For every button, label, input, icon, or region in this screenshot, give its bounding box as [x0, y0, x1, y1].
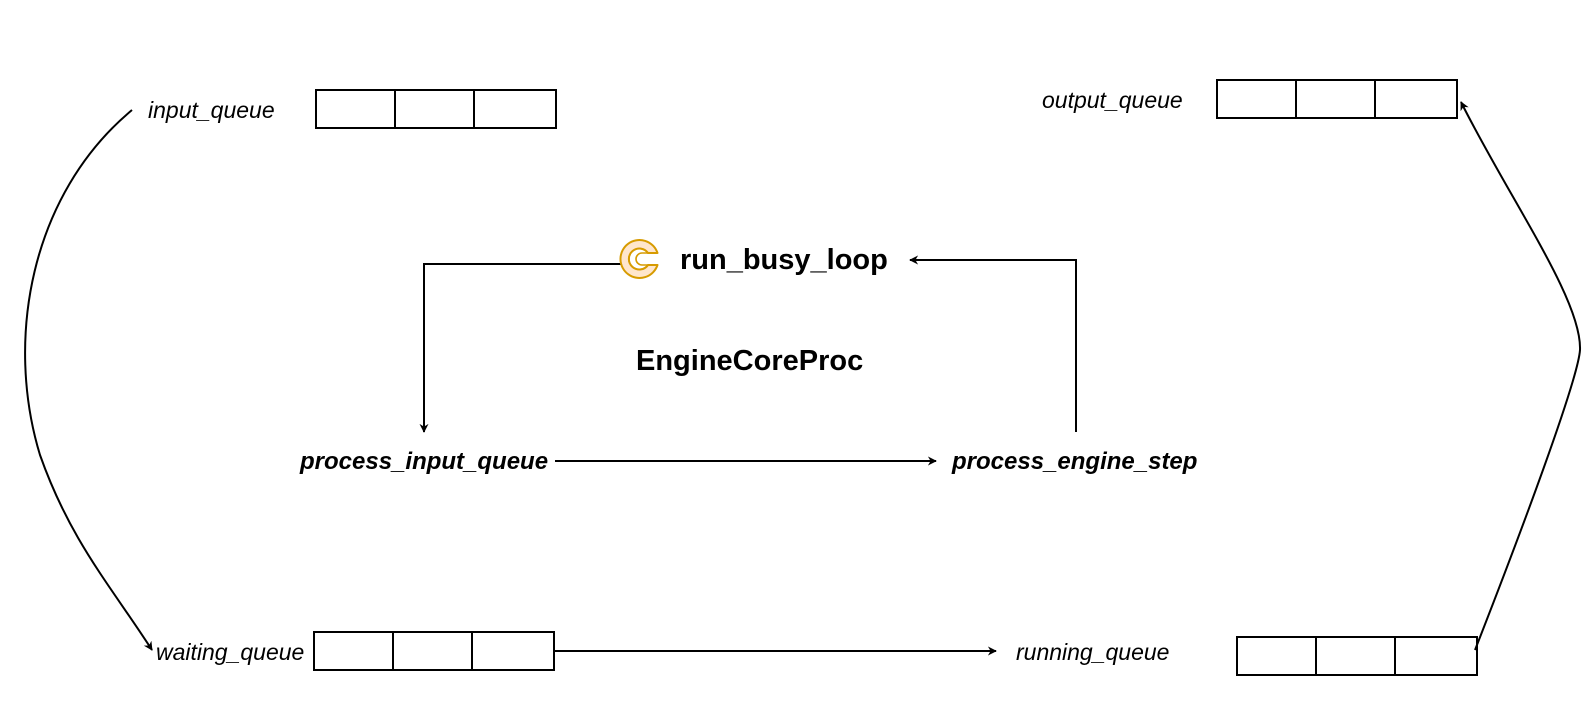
- queue-slot: [315, 633, 394, 669]
- queue-slot: [475, 91, 554, 127]
- edge-input-to-waiting: [24, 109, 153, 651]
- process-input-queue-label: process_input_queue: [300, 448, 549, 475]
- queue-slot: [1238, 638, 1317, 674]
- input-queue-box: [315, 89, 557, 129]
- refresh-icon: [619, 239, 659, 279]
- refresh-icon-inner: [628, 247, 649, 271]
- edge-engine-step-to-busy-loop: [909, 255, 1077, 432]
- queue-slot: [1396, 638, 1475, 674]
- engine-core-proc-title: EngineCoreProc: [636, 345, 864, 377]
- queue-slot: [394, 633, 473, 669]
- refresh-icon-outer: [619, 239, 659, 279]
- queue-slot: [396, 91, 475, 127]
- output-queue-box: [1216, 79, 1458, 119]
- queue-slot: [1317, 638, 1396, 674]
- edge-running-to-output: [1460, 101, 1582, 651]
- input-queue-label: input_queue: [148, 97, 275, 123]
- queue-slot: [1218, 81, 1297, 117]
- queue-slot: [317, 91, 396, 127]
- output-queue-label: output_queue: [1042, 87, 1183, 113]
- queue-slot: [1297, 81, 1376, 117]
- run-busy-loop-label: run_busy_loop: [680, 244, 888, 276]
- waiting-queue-label: waiting_queue: [156, 639, 305, 665]
- waiting-queue-box: [313, 631, 555, 671]
- queue-slot: [1376, 81, 1455, 117]
- process-engine-step-label: process_engine_step: [952, 448, 1198, 475]
- queue-slot: [473, 633, 552, 669]
- edge-busy-loop-to-input-step: [419, 263, 622, 433]
- running-queue-box: [1236, 636, 1478, 676]
- running-queue-label: running_queue: [1016, 639, 1170, 665]
